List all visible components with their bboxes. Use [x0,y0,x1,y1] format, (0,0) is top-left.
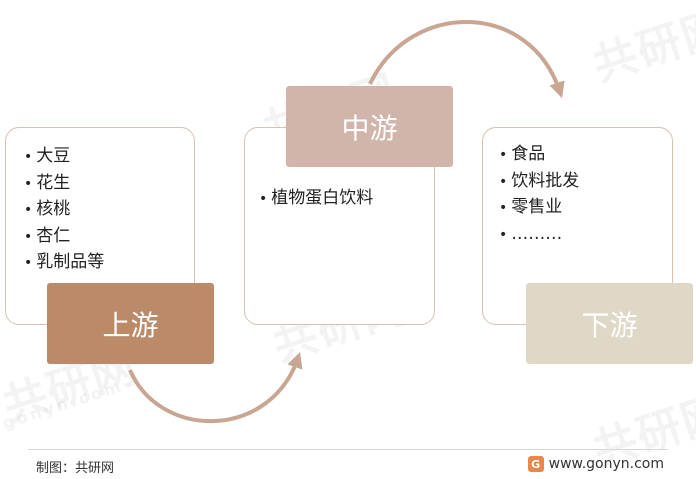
footer-divider [28,449,668,450]
list-item: 饮料批发 [499,169,579,196]
upstream-panel: 大豆 花生 核桃 杏仁 乳制品等 [5,127,195,325]
list-item: 乳制品等 [24,250,104,277]
downstream-list: 食品 饮料批发 零售业 ……… [499,142,579,248]
list-item: 大豆 [24,144,104,171]
upstream-list: 大豆 花生 核桃 杏仁 乳制品等 [24,144,104,277]
list-item: 食品 [499,142,579,169]
midstream-label: 中游 [286,86,453,167]
midstream-list: 植物蛋白饮料 [259,186,373,213]
list-item: 花生 [24,171,104,198]
downstream-label: 下游 [526,283,693,364]
site-url: www.gonyn.com [548,456,664,472]
list-item: 核桃 [24,197,104,224]
arrow-upstream-to-midstream [128,351,303,424]
list-item: ……… [499,222,579,249]
site-link[interactable]: G www.gonyn.com [527,456,664,472]
list-item: 植物蛋白饮料 [259,186,373,213]
source-caption: 制图：共研网 [36,461,115,476]
arrow-midstream-to-downstream [368,20,565,99]
list-item: 杏仁 [24,224,104,251]
list-item: 零售业 [499,195,579,222]
upstream-label: 上游 [47,283,214,364]
gonyn-logo-icon: G [527,456,544,472]
